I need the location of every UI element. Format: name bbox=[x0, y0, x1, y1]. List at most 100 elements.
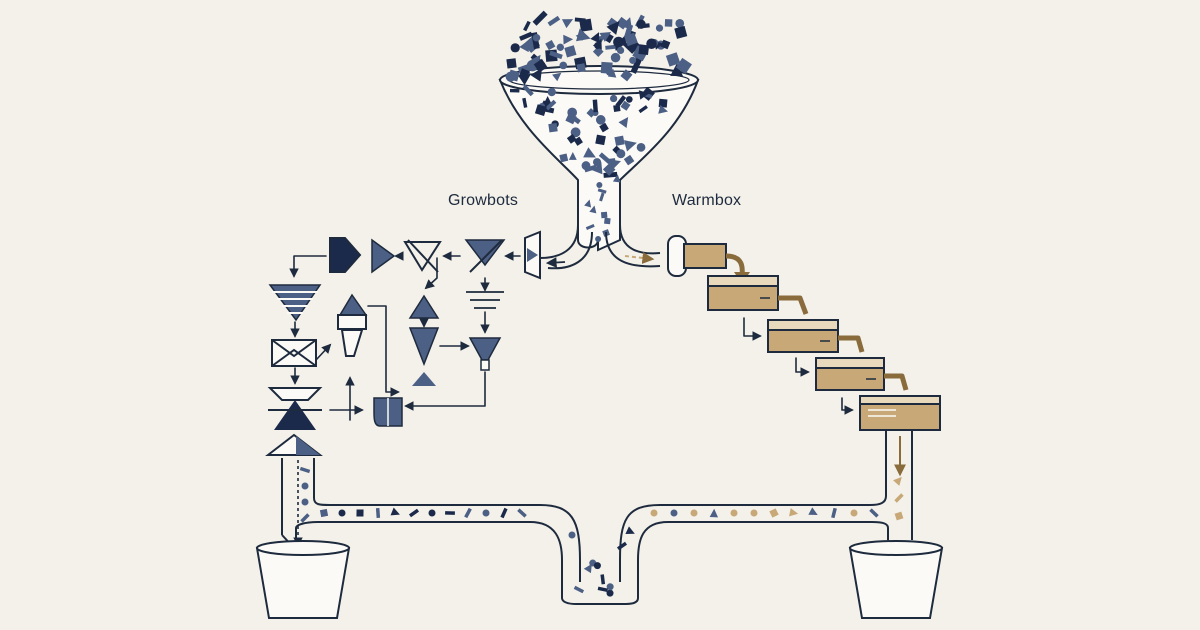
particle-square bbox=[608, 158, 616, 166]
particle-bar bbox=[574, 17, 586, 23]
particle-bar bbox=[545, 99, 557, 111]
particle-triangle bbox=[592, 38, 602, 50]
particle-bar bbox=[519, 31, 533, 41]
particle-bar bbox=[600, 574, 606, 585]
particle-square bbox=[319, 508, 329, 518]
particle-dot bbox=[690, 509, 698, 517]
particle-dot bbox=[606, 583, 614, 591]
sorter-arrow-h bbox=[315, 343, 332, 361]
box-3 bbox=[815, 357, 885, 391]
particle-dot bbox=[301, 482, 309, 490]
drum-body bbox=[683, 243, 727, 269]
particle-dot bbox=[616, 46, 625, 55]
particle-bar bbox=[599, 192, 605, 202]
sorter-block-2 bbox=[371, 238, 396, 274]
particle-dot bbox=[750, 509, 758, 517]
particle-square bbox=[534, 104, 547, 117]
particle-triangle bbox=[670, 63, 684, 77]
particle-dot bbox=[850, 509, 858, 517]
sorter-mid-tri bbox=[338, 293, 368, 316]
sorter-tray bbox=[267, 387, 323, 401]
sorter-left-cone bbox=[268, 284, 322, 322]
particle-bar bbox=[597, 586, 608, 593]
particle-square bbox=[769, 508, 779, 518]
particle-square bbox=[545, 39, 556, 51]
particle-triangle bbox=[617, 35, 627, 47]
particle-dot bbox=[570, 127, 581, 138]
cardboard-box-icon bbox=[667, 235, 941, 431]
particle-bar bbox=[831, 507, 837, 519]
particle-square bbox=[620, 69, 633, 82]
particle-square bbox=[624, 32, 638, 47]
sorter-big-triangle bbox=[274, 400, 316, 430]
particle-bar bbox=[522, 84, 534, 97]
particle-triangle bbox=[618, 117, 629, 128]
bucket-icon-rim bbox=[849, 540, 943, 556]
particle-dot bbox=[568, 531, 576, 539]
sorter-r-tri-small bbox=[412, 372, 436, 386]
particle-bar bbox=[445, 511, 455, 515]
bucket-icon-body bbox=[848, 547, 944, 619]
particle-square bbox=[599, 122, 609, 133]
particle-triangle bbox=[584, 199, 592, 208]
particle-triangle bbox=[658, 105, 668, 114]
particle-dot bbox=[595, 115, 606, 125]
box-2-lid bbox=[767, 319, 839, 331]
sorter-valve-1 bbox=[403, 241, 442, 272]
particle-square bbox=[602, 163, 616, 176]
stack-arrow-a bbox=[743, 317, 762, 341]
sorter-mixer-x1 bbox=[271, 339, 317, 358]
particle-triangle bbox=[568, 152, 577, 160]
particle-triangle bbox=[612, 174, 621, 183]
particle-dot bbox=[482, 509, 490, 517]
particle-bar bbox=[522, 97, 528, 108]
chute-b bbox=[838, 335, 865, 353]
particle-dot bbox=[629, 56, 637, 64]
box-1-lid bbox=[707, 275, 779, 287]
box-2 bbox=[767, 319, 839, 353]
particle-square bbox=[566, 134, 577, 144]
particle-dot bbox=[610, 52, 621, 63]
particle-bar bbox=[408, 508, 420, 518]
box-4-lid bbox=[859, 395, 941, 405]
particle-square bbox=[623, 154, 635, 166]
particle-triangle bbox=[519, 40, 529, 53]
particle-square bbox=[613, 104, 621, 113]
sorter-arrow-d bbox=[289, 255, 327, 278]
particle-dot bbox=[532, 33, 541, 42]
particle-square bbox=[559, 153, 569, 163]
particle-triangle bbox=[607, 68, 617, 78]
bucket-icon bbox=[255, 540, 351, 619]
bucket-icon-body bbox=[255, 547, 351, 619]
box-3-lid bbox=[815, 357, 885, 369]
particle-dot bbox=[650, 509, 658, 517]
particle-square bbox=[533, 58, 548, 73]
sorter-valve-2-bar bbox=[469, 239, 503, 273]
particle-bar bbox=[615, 95, 627, 108]
stack-arrow-b bbox=[795, 357, 810, 377]
particle-bar bbox=[598, 152, 612, 165]
particle-dot bbox=[596, 182, 603, 188]
particle-triangle bbox=[623, 140, 637, 152]
particle-bar bbox=[894, 493, 904, 503]
particle-dot bbox=[505, 71, 516, 82]
particle-bar bbox=[509, 88, 520, 93]
particle-triangle bbox=[606, 21, 620, 35]
particle-dot bbox=[338, 509, 346, 517]
particle-dot bbox=[625, 96, 633, 103]
sorter-block-1 bbox=[329, 237, 362, 273]
particle-triangle bbox=[390, 507, 400, 516]
tube-left-bottom bbox=[295, 521, 563, 582]
particle-bar bbox=[500, 507, 508, 519]
particle-dot bbox=[730, 509, 738, 517]
tube-left-outer bbox=[539, 224, 579, 259]
tube-right-inner bbox=[605, 231, 661, 268]
particle-triangle bbox=[625, 526, 635, 535]
particle-bar bbox=[375, 507, 381, 519]
particle-dot bbox=[609, 94, 618, 103]
sorter-arrow-i bbox=[367, 305, 400, 397]
particle-dot bbox=[655, 24, 664, 32]
particle-bar bbox=[869, 508, 879, 518]
particle-square bbox=[620, 100, 631, 111]
